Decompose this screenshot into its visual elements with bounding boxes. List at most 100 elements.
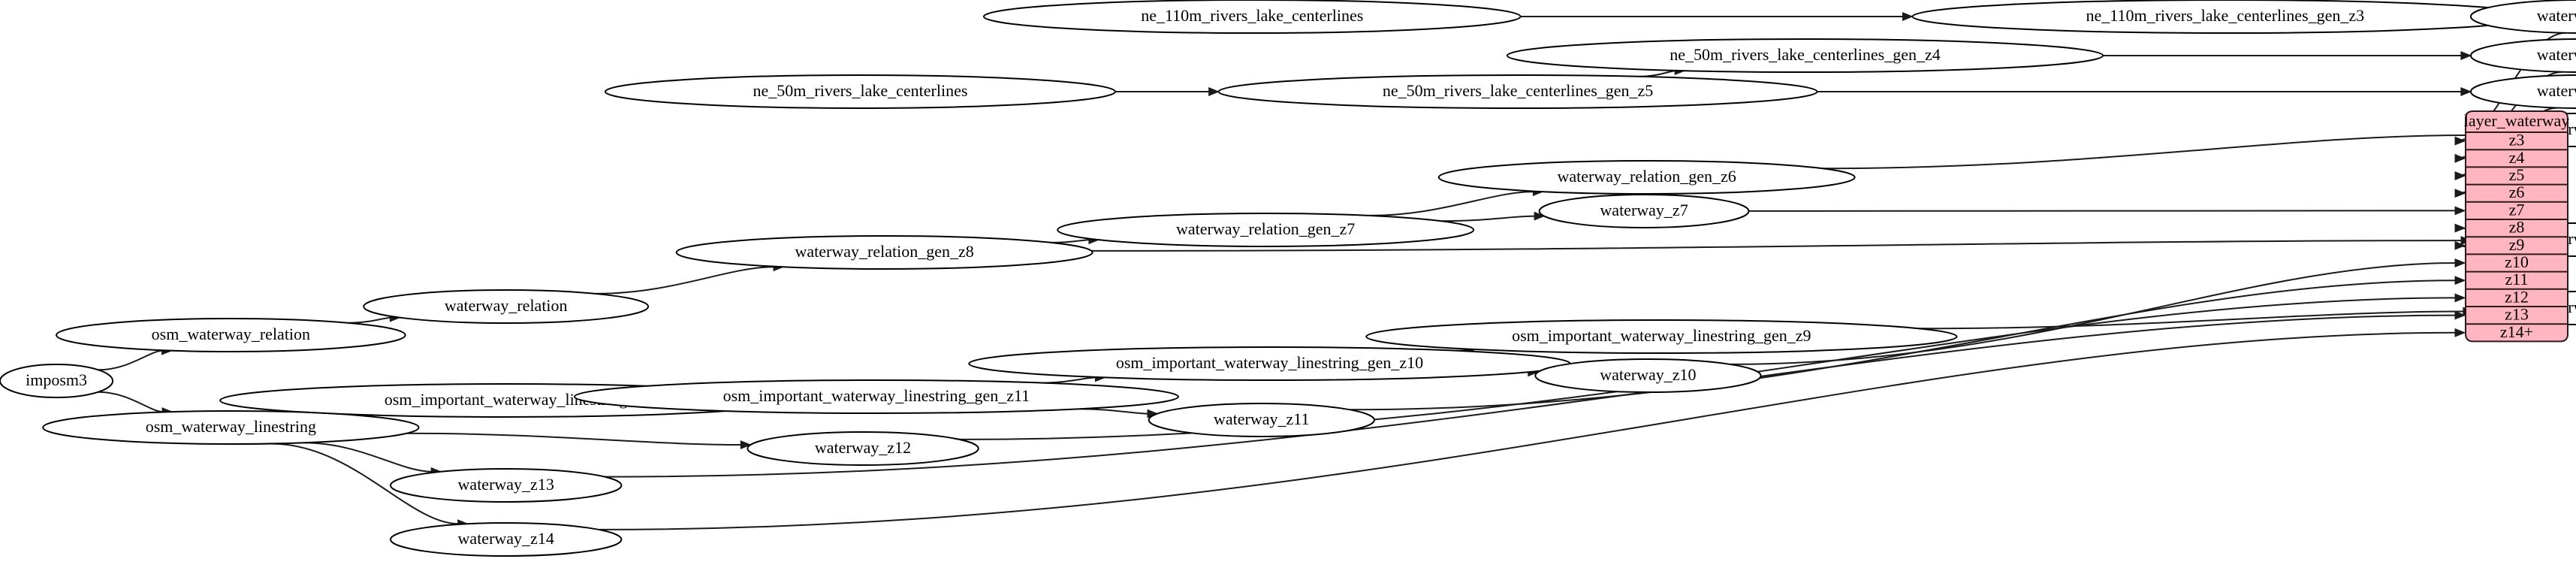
node-label: ne_110m_rivers_lake_centerlines — [1141, 6, 1363, 25]
node-label: osm_waterway_relation — [152, 325, 310, 343]
table-row-z3[interactable]: z3 — [2509, 131, 2525, 150]
node-label: waterway_z13 — [458, 475, 554, 494]
graph-node-ne_50m_rivers_lake_centerlines_gen_z4[interactable]: ne_50m_rivers_lake_centerlines_gen_z4 — [1506, 38, 2104, 73]
node-label: osm_waterway_linestring — [146, 417, 316, 436]
node-ellipse — [1538, 194, 1750, 228]
table-row-z13[interactable]: z13 — [2505, 305, 2529, 324]
node-ellipse — [1217, 74, 1818, 109]
node-ellipse — [390, 522, 623, 557]
node-ellipse — [1365, 319, 1958, 354]
node-ellipse — [1148, 403, 1375, 437]
graph-node-waterway_z13[interactable]: waterway_z13 — [390, 468, 623, 503]
edge-waterway_relation_gen_z7-to-waterway_z7 — [1442, 215, 1536, 222]
graph-node-waterway_relation_gen_z7[interactable]: waterway_relation_gen_z7 — [1057, 213, 1475, 247]
graph-node-osm_important_waterway_linestring_gen_z9[interactable]: osm_important_waterway_linestring_gen_z9 — [1365, 319, 1958, 354]
edge-arrowhead — [2454, 189, 2466, 198]
edge-imposm3-to-osm_waterway_relation — [98, 349, 163, 371]
edge-arrowhead — [2454, 206, 2466, 216]
node-ellipse — [1506, 38, 2104, 73]
table-row-z7[interactable]: z7 — [2509, 200, 2525, 219]
node-label: osm_important_waterway_linestring_gen_z9 — [1512, 326, 1811, 345]
graph-node-waterway_z3[interactable]: waterway_z3 — [2469, 0, 2576, 34]
edge-osm_important_waterway_linestring_gen_z11-to-waterway_z11 — [1078, 408, 1149, 415]
node-label: imposm3 — [26, 370, 87, 389]
edge-waterway_relation-to-waterway_relation_gen_z8 — [596, 266, 775, 295]
table-row-z5[interactable]: z5 — [2509, 165, 2525, 184]
node-ellipse — [363, 289, 650, 324]
edge-arrowhead — [2460, 51, 2472, 60]
graph-node-waterway_relation[interactable]: waterway_relation — [363, 289, 650, 324]
node-ellipse — [56, 318, 406, 352]
edge-arrowhead — [2454, 153, 2466, 163]
edge-arrowhead — [2454, 136, 2466, 146]
node-label: waterway_z12 — [815, 438, 911, 457]
edge-ne_50m_rivers_lake_centerlines_gen_z5-to-ne_50m_rivers_lake_centerlines_gen_z4 — [1638, 70, 1676, 77]
edge-arrowhead — [2454, 240, 2466, 250]
graph-node-osm_important_waterway_linestring_gen_z11[interactable]: osm_important_waterway_linestring_gen_z1… — [573, 379, 1179, 414]
edge-osm_waterway_relation-to-waterway_relation — [348, 316, 391, 324]
node-ellipse — [390, 468, 623, 503]
node-ellipse — [604, 74, 1116, 109]
table-row-z8[interactable]: z8 — [2509, 218, 2525, 237]
edge-waterway_relation_gen_z6-to-waterway_z6 — [1822, 134, 2468, 170]
node-label: waterway_z4 — [2537, 45, 2576, 64]
node-label: waterway_z5 — [2537, 81, 2576, 100]
graph-node-ne_50m_rivers_lake_centerlines[interactable]: ne_50m_rivers_lake_centerlines — [604, 74, 1116, 109]
layer-waterway-group[interactable]: layer_waterwayz3z4z5z6z7z8z9z10z11z12z13… — [2464, 110, 2569, 343]
edge-osm_waterway_linestring-to-waterway_z12 — [406, 432, 742, 446]
edge-waterway_z11-to-layer_waterway-z11 — [1350, 279, 2457, 411]
edge-arrowhead — [2454, 171, 2466, 180]
graph-node-osm_waterway_linestring[interactable]: osm_waterway_linestring — [42, 410, 420, 445]
graph-node-waterway_z5[interactable]: waterway_z5 — [2469, 74, 2576, 109]
edge-arrowhead — [740, 440, 752, 449]
edge-arrowhead — [1208, 87, 1220, 96]
table-row-z10[interactable]: z10 — [2505, 252, 2529, 271]
graph-node-waterway_z10[interactable]: waterway_z10 — [1534, 358, 1762, 393]
edge-arrowhead — [2454, 328, 2466, 337]
graph-node-ne_50m_rivers_lake_centerlines_gen_z5[interactable]: ne_50m_rivers_lake_centerlines_gen_z5 — [1217, 74, 1818, 109]
graph-node-waterway_z11[interactable]: waterway_z11 — [1148, 403, 1375, 437]
table-body — [2465, 110, 2568, 343]
table-title: layer_waterway — [2464, 111, 2569, 130]
graph-node-ne_110m_rivers_lake_centerlines_gen_z3[interactable]: ne_110m_rivers_lake_centerlines_gen_z3 — [1911, 0, 2539, 34]
node-ellipse — [1057, 213, 1475, 247]
node-label: ne_50m_rivers_lake_centerlines_gen_z5 — [1383, 81, 1653, 100]
node-label: ne_50m_rivers_lake_centerlines_gen_z4 — [1670, 45, 1940, 64]
edge-waterway_z14-to-layer_waterway-z14+ — [599, 331, 2457, 530]
node-label: waterway_relation_gen_z8 — [795, 242, 974, 261]
table-row-z6[interactable]: z6 — [2509, 183, 2525, 201]
edge-arrowhead — [2454, 293, 2466, 303]
edge-waterway_relation_gen_z7-to-waterway_relation_gen_z6 — [1369, 191, 1534, 216]
node-label: waterway_relation — [445, 296, 568, 315]
table-row-z4[interactable]: z4 — [2509, 148, 2525, 167]
node-label: waterway_z7 — [1600, 201, 1688, 219]
node-label: waterway_relation_gen_z6 — [1558, 167, 1736, 186]
edge-waterway_z13-to-layer_waterway-z13 — [605, 314, 2457, 478]
graph-node-imposm3[interactable]: imposm3 — [0, 364, 114, 398]
graph-node-waterway_z12[interactable]: waterway_z12 — [747, 431, 979, 466]
graph-node-waterway_z7[interactable]: waterway_z7 — [1538, 194, 1750, 228]
edge-arrowhead — [2454, 258, 2466, 267]
graph-node-osm_important_waterway_linestring_gen_z10[interactable]: osm_important_waterway_linestring_gen_z1… — [968, 346, 1571, 381]
graph-node-osm_waterway_relation[interactable]: osm_waterway_relation — [56, 318, 406, 352]
edge-waterway_z7-to-layer_waterway-z7 — [1748, 210, 2457, 212]
edge-waterway_relation_gen_z8-to-waterway_z8 — [1091, 240, 2463, 252]
node-ellipse — [573, 379, 1179, 414]
table-row-z9[interactable]: z9 — [2509, 235, 2525, 254]
graph-node-waterway_relation_gen_z8[interactable]: waterway_relation_gen_z8 — [675, 235, 1093, 270]
layer-waterway-table: layer_waterwayz3z4z5z6z7z8z9z10z11z12z13… — [2464, 110, 2569, 343]
node-ellipse — [42, 410, 420, 445]
node-label: osm_important_waterway_linestring_gen_z1… — [723, 386, 1030, 405]
graph-node-waterway_z14[interactable]: waterway_z14 — [390, 522, 623, 557]
table-row-z12[interactable]: z12 — [2505, 287, 2529, 306]
node-ellipse — [0, 364, 114, 398]
graph-node-waterway_relation_gen_z6[interactable]: waterway_relation_gen_z6 — [1437, 160, 1856, 195]
graph-node-ne_110m_rivers_lake_centerlines[interactable]: ne_110m_rivers_lake_centerlines — [982, 0, 1522, 34]
node-ellipse — [2469, 38, 2576, 73]
graph-node-waterway_z4[interactable]: waterway_z4 — [2469, 38, 2576, 73]
table-row-z11[interactable]: z11 — [2505, 270, 2529, 289]
node-ellipse — [2469, 74, 2576, 109]
table-row-z14+[interactable]: z14+ — [2500, 322, 2533, 341]
